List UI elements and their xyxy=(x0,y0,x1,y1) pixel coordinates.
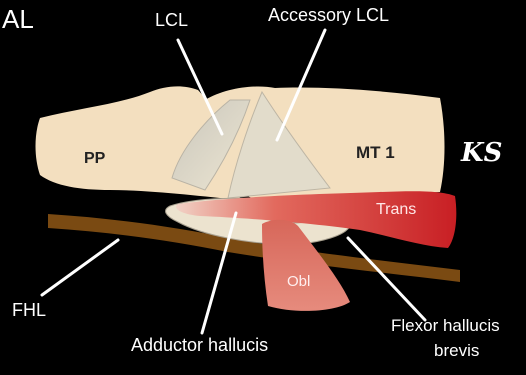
flexor-hallucis-brevis-label-line2: brevis xyxy=(434,341,479,361)
first-metatarsal-label: MT 1 xyxy=(356,143,395,163)
author-signature: KS xyxy=(461,138,502,168)
lcl-label: LCL xyxy=(155,10,188,31)
transverse-head-label: Trans xyxy=(376,201,416,219)
proximal-phalanx-label: PP xyxy=(84,150,105,168)
oblique-head-label: Obl xyxy=(287,273,310,290)
view-label: AL xyxy=(2,4,34,35)
leader-flexor-hallucis-brevis xyxy=(348,238,425,320)
leader-fhl xyxy=(42,240,118,295)
fhl-label: FHL xyxy=(12,300,46,321)
flexor-hallucis-brevis-label-line1: Flexor hallucis xyxy=(391,316,500,336)
adductor-hallucis-label: Adductor hallucis xyxy=(131,335,268,356)
accessory-lcl-label: Accessory LCL xyxy=(268,5,389,26)
